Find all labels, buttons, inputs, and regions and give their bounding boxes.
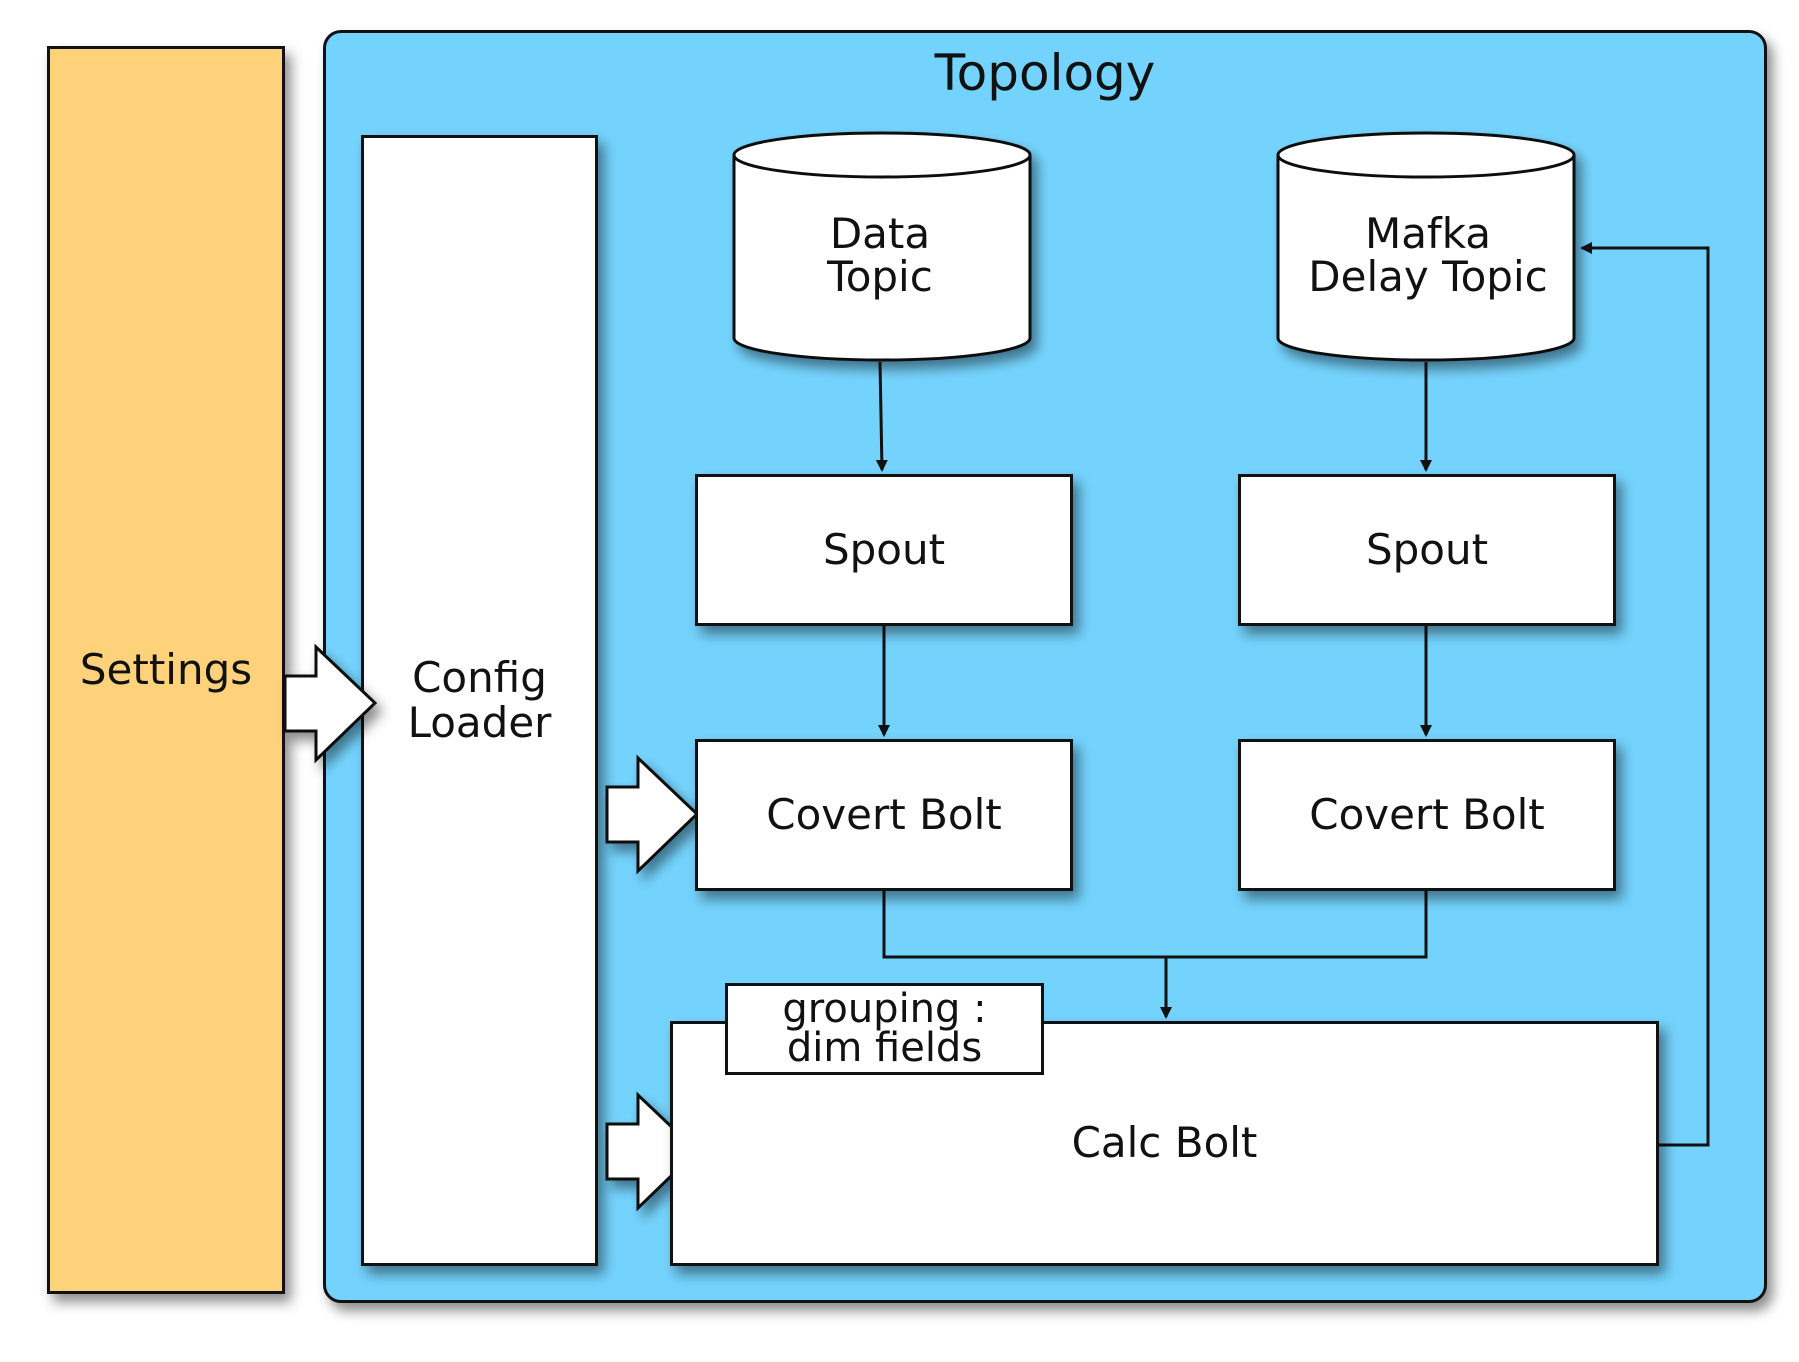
block-arrow-config-calc [605, 1091, 700, 1212]
covert-bolt-right-box: Covert Bolt [1238, 739, 1616, 891]
arrow-calc-to-delaytopic [1580, 242, 1710, 1147]
spout-right-box: Spout [1238, 474, 1616, 626]
covert-bolt-right-label: Covert Bolt [1309, 789, 1545, 839]
config-loader-label: Config Loader [407, 653, 552, 747]
settings-box: Settings [47, 46, 285, 1294]
delay-topic-label: Mafka Delay Topic [1308, 209, 1548, 301]
data-topic-label: Data Topic [827, 209, 933, 301]
block-arrow-settings-config [283, 643, 378, 764]
covert-bolt-left-label: Covert Bolt [766, 789, 1002, 839]
grouping-tab: grouping : dim fields [725, 983, 1044, 1075]
covert-bolt-left-box: Covert Bolt [695, 739, 1073, 891]
connector-covert-left-to-calc [882, 891, 1166, 959]
config-loader-box: Config Loader [361, 135, 598, 1266]
spout-right-label: Spout [1365, 524, 1489, 574]
delay-topic-cylinder [1276, 131, 1576, 362]
settings-label: Settings [79, 644, 253, 694]
spout-left-box: Spout [695, 474, 1073, 626]
data-topic-cylinder [732, 131, 1032, 362]
topology-title: Topology [934, 44, 1156, 102]
block-arrow-config-covert [605, 754, 700, 875]
calc-bolt-label: Calc Bolt [1071, 1118, 1258, 1168]
spout-left-label: Spout [822, 524, 946, 574]
grouping-label: grouping : dim fields [782, 985, 987, 1071]
arrow-datatopic-spout [875, 361, 888, 472]
connector-covert-right-to-calc [1166, 891, 1428, 959]
